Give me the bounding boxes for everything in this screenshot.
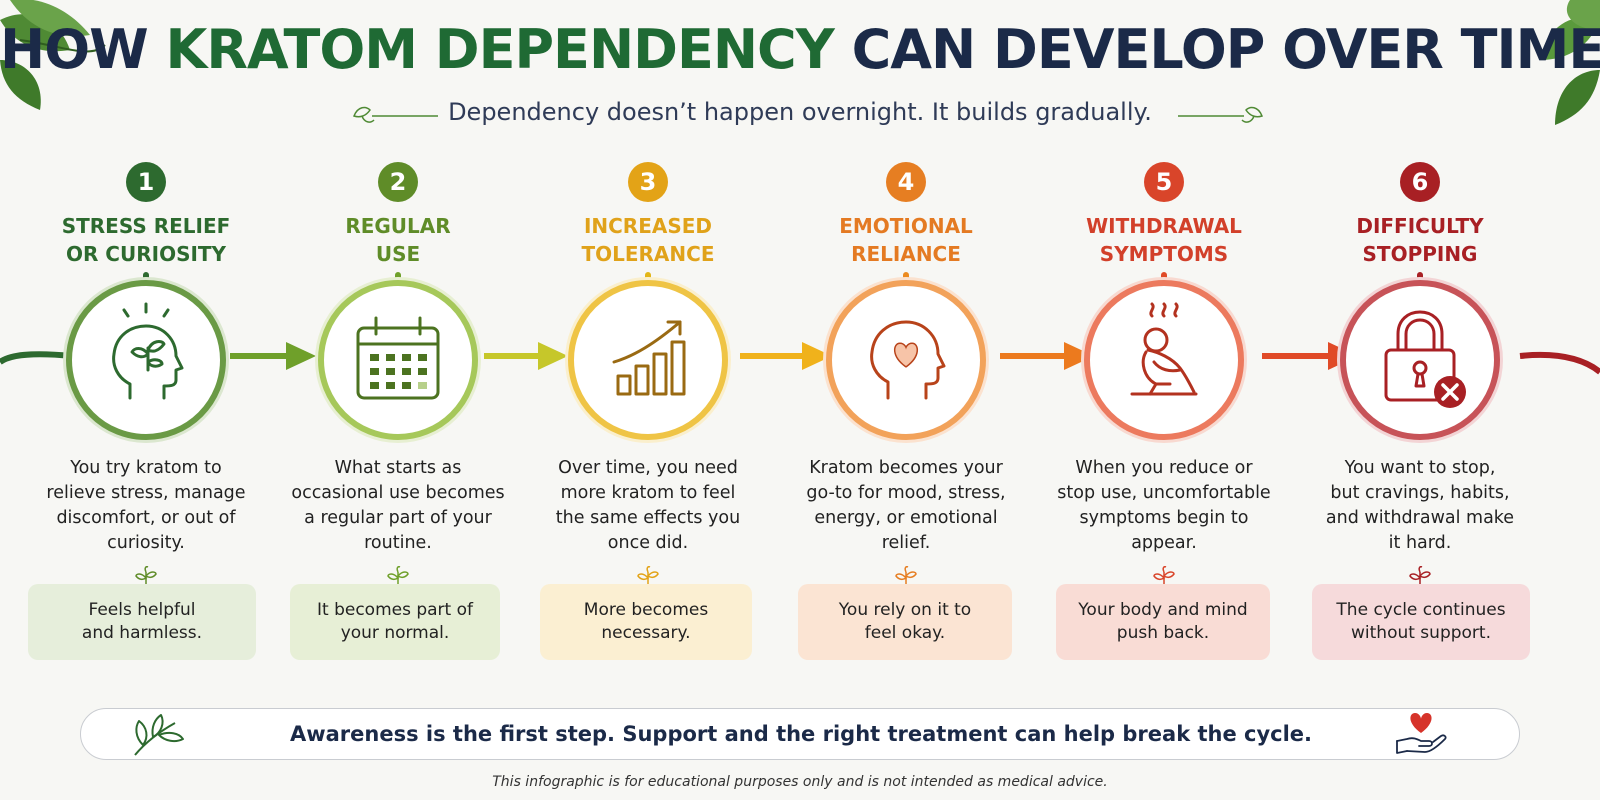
step-circle xyxy=(1084,280,1244,440)
awareness-banner: Awareness is the first step. Support and… xyxy=(80,708,1520,760)
head-heart-icon xyxy=(870,320,946,400)
leaf-branch-icon xyxy=(134,714,184,756)
step-circle xyxy=(1340,280,1500,440)
step-number: 2 xyxy=(378,162,418,202)
title-highlight: KRATOM DEPENDENCY xyxy=(165,18,834,81)
corner-leaves-right-icon xyxy=(1540,0,1600,125)
step-circle xyxy=(826,280,986,440)
calendar-icon xyxy=(356,316,440,400)
arrow-2-icon xyxy=(538,342,568,370)
arrow-1-icon xyxy=(286,342,316,370)
step-circle xyxy=(568,280,728,440)
arrow-4-icon xyxy=(1064,342,1094,370)
subtitle-row: Dependency doesn’t happen overnight. It … xyxy=(0,98,1600,134)
step-number: 3 xyxy=(628,162,668,202)
arrow-3-icon xyxy=(802,342,832,370)
step-number: 4 xyxy=(886,162,926,202)
corner-leaves-left-icon xyxy=(0,0,106,110)
step-circle xyxy=(66,280,226,440)
subtitle: Dependency doesn’t happen overnight. It … xyxy=(448,98,1152,126)
page-title: HOW KRATOM DEPENDENCY CAN DEVELOP OVER T… xyxy=(0,18,1600,81)
title-part-2: CAN DEVELOP OVER TIME xyxy=(833,18,1600,81)
banner-text: Awareness is the first step. Support and… xyxy=(289,722,1313,746)
subtitle-leaf-right-icon xyxy=(1178,106,1263,123)
locked-padlock-icon xyxy=(1384,310,1466,408)
head-leaf-icon xyxy=(112,302,184,400)
step-number: 5 xyxy=(1144,162,1184,202)
heart-in-hand-icon xyxy=(1396,713,1447,754)
step-number: 1 xyxy=(126,162,166,202)
distressed-person-icon xyxy=(1130,302,1198,396)
title-part-1: HOW xyxy=(0,18,166,81)
step-description: You want to stop,but cravings, habits,an… xyxy=(1325,458,1515,553)
step-number: 6 xyxy=(1400,162,1440,202)
step-circle xyxy=(318,280,478,440)
subtitle-leaf-left-icon xyxy=(353,106,438,123)
disclaimer-footnote: This infographic is for educational purp… xyxy=(492,774,1108,790)
sprig-icon xyxy=(895,566,917,587)
timeline-connector xyxy=(0,342,1600,375)
rising-bars-icon xyxy=(612,320,686,396)
